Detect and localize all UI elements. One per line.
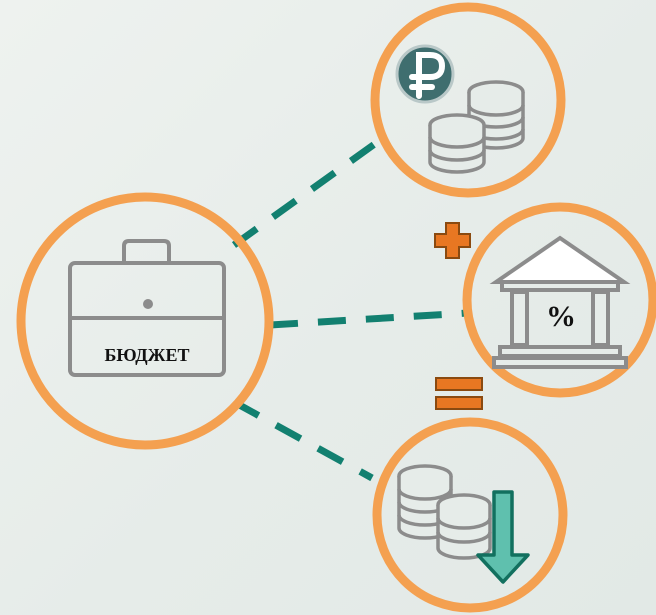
briefcase-icon	[68, 239, 226, 377]
result-ring	[372, 417, 568, 613]
equals-bar-bottom	[435, 396, 483, 410]
plus-icon	[434, 222, 471, 259]
equals-operator	[435, 377, 483, 410]
ruble-sign-icon	[409, 52, 446, 99]
connector-to-income	[231, 135, 386, 248]
plus-operator	[434, 222, 471, 259]
budget-ring	[16, 192, 274, 450]
down-arrow-icon	[476, 490, 530, 584]
bank-ring	[462, 202, 656, 398]
coins-down-arrow-icon	[397, 464, 530, 584]
income-node	[370, 2, 566, 198]
connector-to-bank	[269, 309, 469, 329]
ruble-coins-icon	[395, 44, 525, 174]
equals-bar-top	[435, 377, 483, 391]
connectors	[231, 135, 469, 482]
result-node	[372, 417, 568, 613]
budget-label: БЮДЖЕТ	[104, 345, 189, 365]
income-ring	[370, 2, 566, 198]
connector-to-result	[232, 398, 374, 482]
bank-percent-icon	[489, 235, 631, 369]
percent-symbol: %	[546, 300, 576, 333]
bank-node: %	[462, 202, 656, 398]
budget-node: БЮДЖЕТ	[16, 192, 274, 450]
briefcase-lock	[143, 299, 153, 309]
